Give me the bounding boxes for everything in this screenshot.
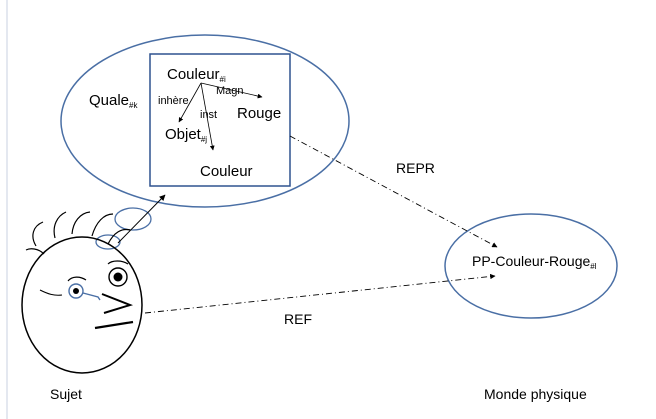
face-outline bbox=[21, 236, 143, 374]
edge-inst-label: inst bbox=[200, 109, 217, 121]
thought-arrow bbox=[117, 194, 166, 244]
inhere-arrow bbox=[178, 82, 202, 123]
world-caption: Monde physique bbox=[484, 386, 587, 402]
nose bbox=[82, 292, 101, 301]
quale-label: Quale#k bbox=[89, 92, 138, 110]
thought-ellipse bbox=[60, 34, 350, 208]
thought-bubble-small bbox=[95, 234, 121, 250]
right-pupil bbox=[113, 272, 123, 282]
subject-caption: Sujet bbox=[50, 386, 82, 402]
hair bbox=[25, 211, 131, 255]
repr-label: REPR bbox=[396, 160, 435, 176]
edge-magn-label: Magn bbox=[216, 85, 244, 97]
concept-box bbox=[149, 53, 291, 187]
pp-couleur-rouge-label: PP-Couleur-Rouge#l bbox=[472, 253, 597, 271]
couleur-i-label: Couleur#i bbox=[167, 66, 226, 84]
edge-inhere-label: inhère bbox=[158, 95, 189, 107]
cheek-line bbox=[39, 289, 63, 296]
inst-arrow bbox=[200, 82, 215, 151]
left-pupil bbox=[73, 288, 79, 294]
mouth-chevron bbox=[101, 293, 134, 314]
magn-arrow bbox=[200, 82, 263, 99]
thought-bubble-medium bbox=[114, 207, 152, 231]
repr-arrow bbox=[289, 135, 498, 248]
physical-world-ellipse bbox=[444, 213, 618, 319]
objet-j-label: Objet#j bbox=[165, 126, 207, 144]
mouth-line bbox=[94, 320, 134, 330]
rouge-label: Rouge bbox=[237, 105, 281, 122]
eyebrows bbox=[67, 260, 129, 282]
ref-arrow bbox=[144, 273, 496, 314]
subject-face bbox=[21, 211, 143, 374]
couleur-label: Couleur bbox=[200, 163, 253, 180]
ref-label: REF bbox=[284, 311, 312, 327]
